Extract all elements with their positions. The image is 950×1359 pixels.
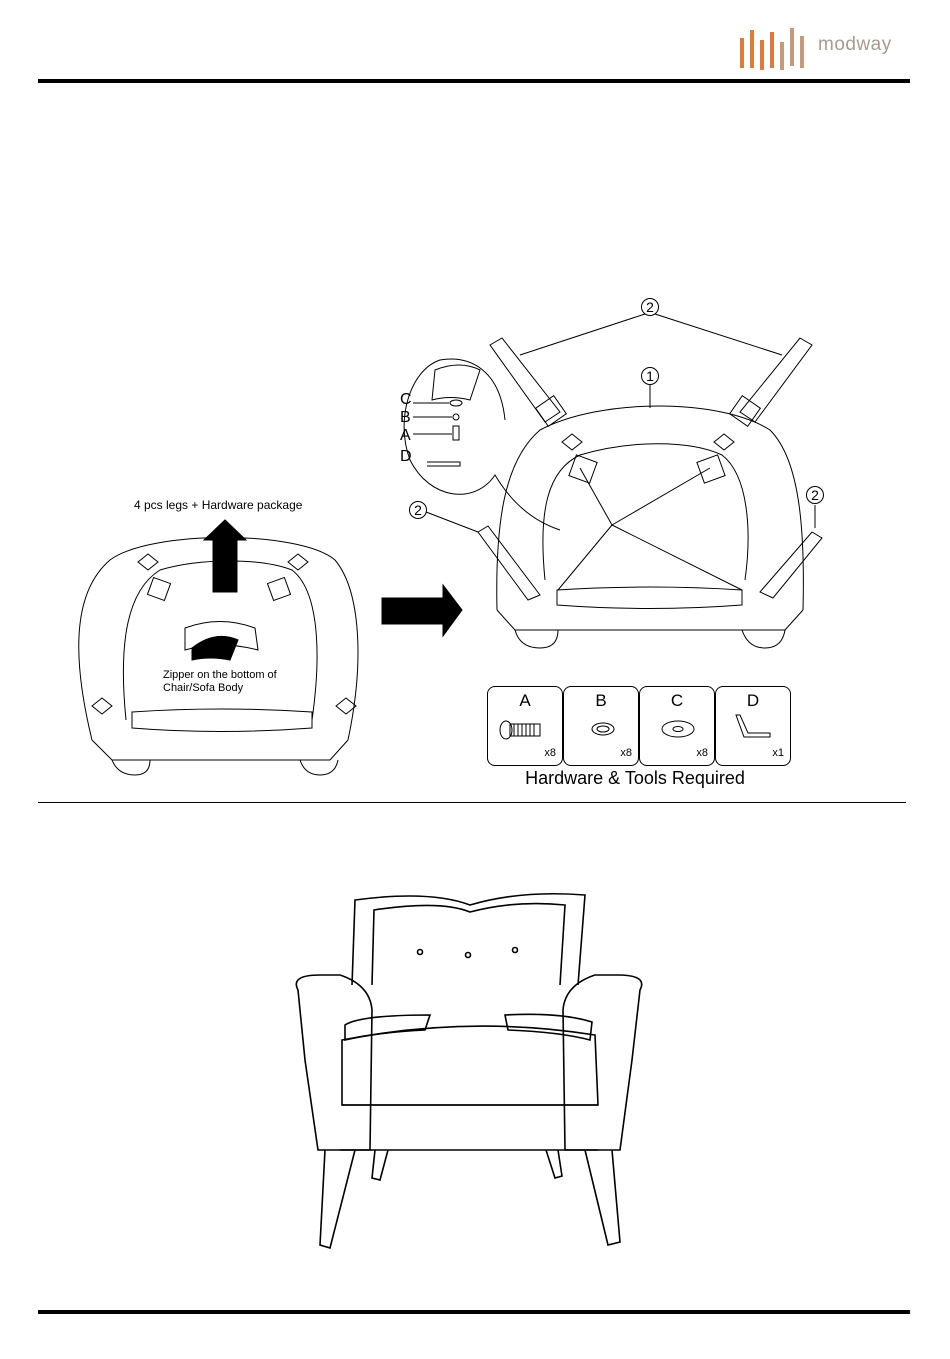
hardware-letter: A — [488, 691, 562, 711]
zipper-label-line2: Chair/Sofa Body — [163, 682, 243, 695]
zipper-label-line1: Zipper on the bottom of — [163, 669, 277, 682]
hardware-qty: x8 — [696, 747, 708, 759]
callout-body: 1 — [641, 367, 659, 385]
hardware-box-d: D x1 — [715, 686, 791, 766]
chair-body-with-legs — [426, 314, 822, 648]
hardware-qty: x8 — [620, 747, 632, 759]
allen-key-icon — [728, 711, 774, 741]
footer-rule — [38, 1310, 910, 1314]
lock-washer-icon — [588, 719, 618, 739]
up-arrow-icon — [204, 520, 246, 592]
hardware-box-a: A x8 — [487, 686, 563, 766]
part-label-a: A — [400, 427, 411, 445]
part-label-c: C — [400, 391, 412, 409]
section-divider — [38, 802, 906, 803]
right-arrow-icon — [382, 585, 462, 636]
hardware-qty: x8 — [544, 747, 556, 759]
hardware-title: Hardware & Tools Required — [500, 768, 770, 789]
callout-leg-left: 2 — [409, 501, 427, 519]
hardware-box-b: B x8 — [563, 686, 639, 766]
hardware-letter: D — [716, 691, 790, 711]
hardware-letter: B — [564, 691, 638, 711]
part-label-d: D — [400, 448, 412, 466]
flat-washer-icon — [658, 717, 698, 741]
hardware-qty: x1 — [772, 747, 784, 759]
detail-zoom-circle — [404, 359, 560, 530]
hardware-letter: C — [640, 691, 714, 711]
part-label-b: B — [400, 409, 411, 427]
callout-leg-right: 2 — [806, 486, 824, 504]
callout-legs-top: 2 — [641, 298, 659, 316]
bolt-icon — [498, 715, 548, 745]
hardware-box-c: C x8 — [639, 686, 715, 766]
assembled-chair — [296, 894, 641, 1248]
legs-package-label: 4 pcs legs + Hardware package — [134, 499, 302, 512]
